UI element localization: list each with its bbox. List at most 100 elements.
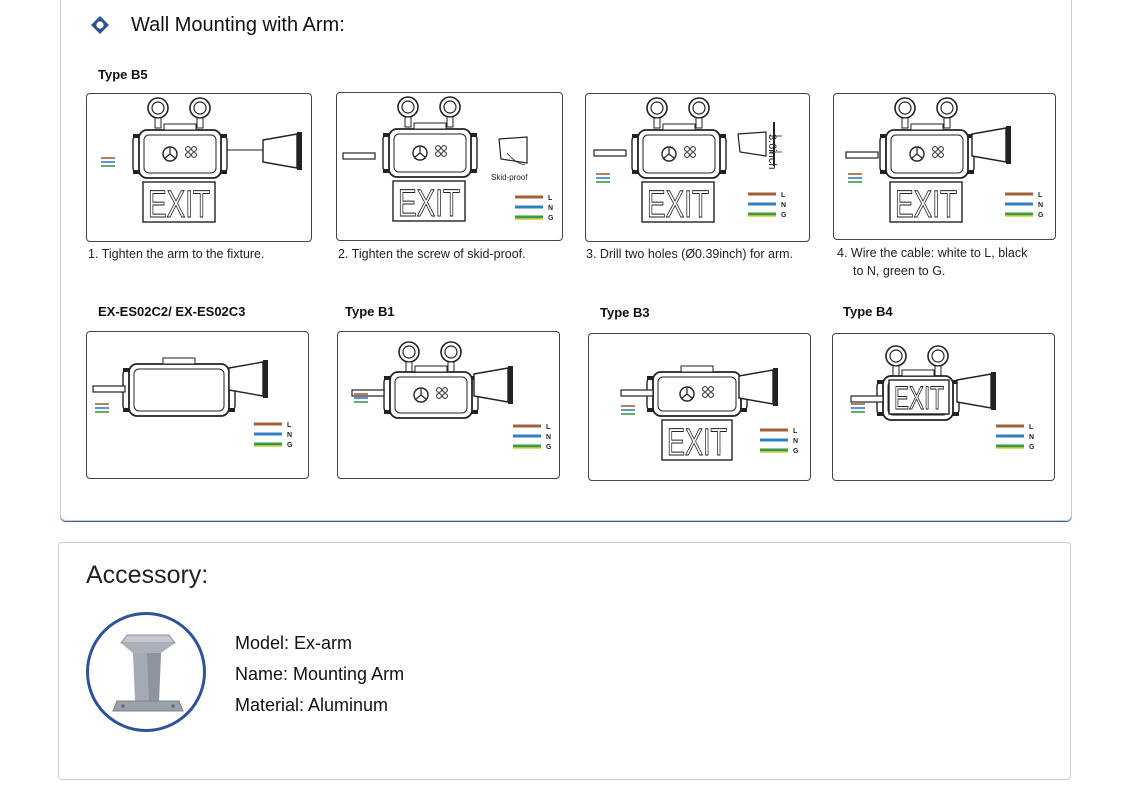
wire-label: G (1029, 444, 1035, 451)
lamp-head (439, 96, 461, 118)
exit-sign-frame (392, 180, 466, 222)
bolt (221, 134, 227, 138)
lamp-head (440, 341, 462, 363)
wire-label: N (1038, 202, 1043, 209)
fan-icon (909, 146, 925, 162)
lamp-head (927, 345, 949, 367)
bolt (229, 408, 235, 412)
exit-sign-text: EXIT (895, 184, 957, 226)
indicator-led (435, 145, 441, 151)
wire-label: G (548, 215, 554, 222)
bolt (647, 376, 653, 380)
indicator-led (436, 387, 442, 393)
fixture-group: LNG (92, 357, 293, 449)
diamond-bullet-icon (91, 16, 109, 34)
handle (414, 365, 448, 373)
bolt (877, 412, 883, 416)
lamp-neck (653, 117, 661, 129)
mounting-arm (956, 373, 992, 409)
fan-blades (663, 148, 675, 159)
wire-label: L (793, 428, 798, 435)
bolt (133, 170, 139, 174)
indicator-led (442, 387, 448, 393)
mounting-arm-icon (112, 634, 184, 712)
indicator-led (442, 393, 448, 399)
arm-plate (1006, 126, 1011, 164)
housing-window (393, 133, 467, 173)
bolt (384, 410, 390, 414)
wire-label: N (781, 202, 786, 209)
handle (163, 123, 197, 131)
handle (662, 123, 696, 131)
mounting-arm (971, 127, 1007, 163)
housing (885, 129, 969, 179)
lamp-lens (889, 349, 903, 363)
lamp-head (894, 97, 916, 119)
lamp-lens (931, 349, 945, 363)
wire-label: G (1038, 212, 1044, 219)
exit-sign-frame (661, 419, 733, 461)
conduit (620, 389, 654, 397)
lamp-neck (154, 117, 162, 129)
accessory-specs: Model: Ex-arm Name: Mounting Arm Materia… (235, 629, 404, 722)
indicator-led (708, 392, 714, 398)
housing-window (143, 134, 217, 174)
conduit (845, 151, 879, 159)
indicator-led (441, 151, 447, 157)
lamp-lens (898, 101, 912, 115)
fan-blades (415, 389, 427, 400)
bolt (221, 170, 227, 174)
lamp-neck (447, 361, 455, 373)
lamp-head (646, 97, 668, 119)
lamp-head (688, 97, 710, 119)
indicator-led (191, 146, 197, 152)
fixture-drawing: LNG (92, 357, 293, 449)
indicator-led (938, 152, 944, 158)
wire-label: L (781, 192, 786, 199)
handle (910, 123, 944, 131)
bolt (877, 380, 883, 384)
fan-blades (681, 388, 693, 399)
bolt (953, 412, 959, 416)
lamp-neck (404, 116, 412, 128)
exit-sign-text: EXIT (647, 184, 709, 226)
step-4-caption-line-1: 4. Wire the cable: white to L, black (837, 246, 1028, 260)
indicator-led (702, 392, 708, 398)
section-title: Wall Mounting with Arm: (131, 14, 345, 36)
exit-sign-text: EXIT (148, 184, 210, 226)
wire-label: L (287, 422, 292, 429)
material-text: Material: Aluminum (235, 695, 389, 715)
type-ex-es02c2-label: EX-ES02C2/ EX-ES02C3 (98, 304, 246, 319)
wire-label: N (793, 438, 798, 445)
bolt (880, 170, 886, 174)
lamp-lens (401, 100, 415, 114)
mounting-arm-photo (86, 612, 206, 732)
lamp-neck (446, 116, 454, 128)
accessory-section (58, 542, 1071, 780)
handle (413, 122, 447, 130)
arm-plate (297, 132, 302, 170)
conduit (92, 385, 126, 393)
lamp-neck (196, 117, 204, 129)
arm-plate (263, 360, 268, 398)
bolt (472, 410, 478, 414)
exit-sign-frame (142, 181, 216, 223)
housing-window (890, 134, 964, 174)
wire-label: N (287, 432, 292, 439)
indicator-led (708, 386, 714, 392)
bolt (968, 170, 974, 174)
bolt (720, 134, 726, 138)
fan-icon (661, 146, 677, 162)
lamp-neck (405, 361, 413, 373)
lamp-lens (443, 100, 457, 114)
indicator-led (938, 146, 944, 152)
exit-sign-text: EXIT (398, 183, 460, 225)
fan-icon (162, 146, 178, 162)
